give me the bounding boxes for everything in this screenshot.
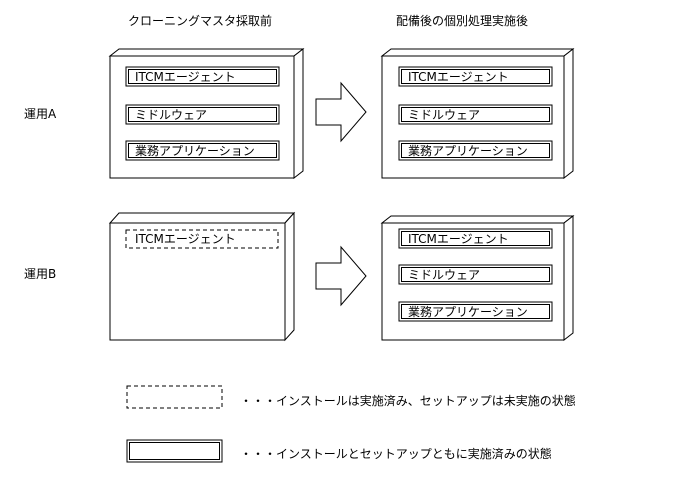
component-label: ミドルウェア xyxy=(408,268,480,282)
component-label: ITCMエージェント xyxy=(135,70,236,84)
component-business-app: 業務アプリケーション xyxy=(398,301,553,322)
header-after: 配備後の個別処理実施後 xyxy=(396,14,529,28)
component-label: ミドルウェア xyxy=(135,108,207,122)
component-label: ITCMエージェント xyxy=(408,232,509,246)
row-label-a: 運用A xyxy=(24,107,57,121)
component-label: ITCMエージェント xyxy=(135,232,236,246)
legend-dashed-box xyxy=(126,385,223,409)
component-label: 業務アプリケーション xyxy=(135,144,255,158)
component-middleware: ミドルウェア xyxy=(125,104,280,125)
component-agent: ITCMエージェント xyxy=(398,66,553,87)
component-agent: ITCMエージェント xyxy=(125,66,280,87)
header-before: クローニングマスタ採取前 xyxy=(128,14,273,28)
component-label: ミドルウェア xyxy=(408,108,480,122)
component-label: 業務アプリケーション xyxy=(408,144,528,158)
component-agent: ITCMエージェント xyxy=(398,228,553,249)
row-label-b: 運用B xyxy=(24,267,57,281)
component-agent-installed-only: ITCMエージェント xyxy=(125,229,279,249)
legend-dashed-text: ・・・インストールは実施済み、セットアップは未実施の状態 xyxy=(240,394,576,408)
component-business-app: 業務アプリケーション xyxy=(398,140,553,161)
component-middleware: ミドルウェア xyxy=(398,104,553,125)
component-label: ITCMエージェント xyxy=(408,70,509,84)
component-middleware: ミドルウェア xyxy=(398,264,553,285)
legend-solid-text: ・・・インストールとセットアップともに実施済みの状態 xyxy=(240,447,552,461)
legend-solid-box xyxy=(126,439,223,463)
arrow-right-icon xyxy=(315,81,367,143)
arrow-right-icon xyxy=(315,245,367,307)
component-label: 業務アプリケーション xyxy=(408,305,528,319)
component-business-app: 業務アプリケーション xyxy=(125,140,280,161)
